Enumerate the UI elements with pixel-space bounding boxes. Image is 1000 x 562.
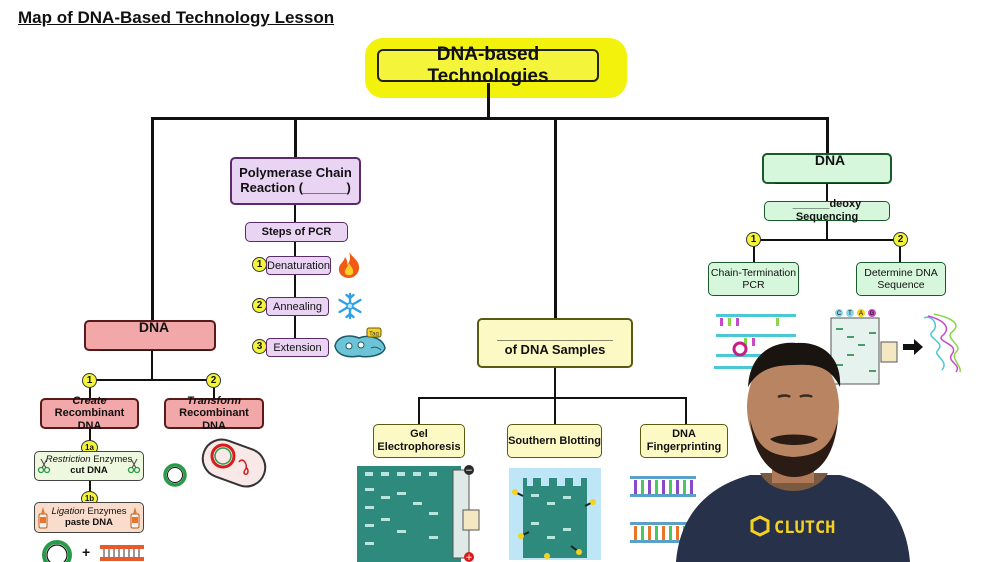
bacterium-icon [201, 438, 267, 488]
pcr-steps-connector [294, 242, 296, 339]
lane-letter-g: G [870, 311, 875, 317]
fire-icon [338, 252, 360, 278]
samples-split-line [418, 397, 686, 399]
plasmid-icon [42, 540, 72, 562]
gel-label-line1: Gel [410, 428, 428, 441]
ligation-enzymes-node: Ligation Enzymes paste DNA [34, 502, 144, 533]
lane-letter-c: C [837, 311, 842, 317]
cloning-right-leg [213, 379, 215, 399]
lesson-title: Map of DNA-Based Technology Lesson [18, 8, 335, 27]
pcr-step-extension: Extension [266, 338, 329, 357]
restriction-enzymes-label: Restriction Enzymes [45, 454, 133, 466]
pcr-node: Polymerase Chain Reaction (______) [230, 157, 361, 205]
snowflake-icon [338, 292, 362, 320]
southern-blot-illustration [509, 468, 601, 560]
pcr-connector [294, 205, 296, 223]
dna-samples-blank: ________________ [497, 327, 613, 343]
sequencing-gel-illustration: C T A G [830, 309, 898, 385]
pcr-title-line2: Reaction (______) [240, 180, 351, 195]
scissors-icon [127, 458, 141, 474]
glue-bottle-icon [130, 507, 140, 529]
cloning-left-leg [89, 379, 91, 399]
plasmid-icon [163, 463, 187, 487]
dna-cloning-stem [151, 117, 154, 321]
scissors-icon [37, 458, 51, 474]
paste-dna-label: paste DNA [64, 516, 114, 528]
plus-sign: + [82, 544, 91, 560]
chain-termination-illustration [714, 314, 796, 369]
taq-label: Taq [369, 332, 379, 338]
cut-dna-label: cut DNA [70, 465, 108, 476]
root-node: DNA-based Technologies [377, 44, 599, 87]
fingerprinting-label-line2: Fingerprinting [646, 441, 722, 453]
dideoxy-split-line [753, 239, 901, 241]
main-horizontal-line [151, 117, 829, 120]
chain-termination-node: Chain-Termination PCR [708, 262, 799, 296]
presenter-video: CLUTCH [676, 342, 910, 562]
transform-recombinant-label: Recombinant DNA [179, 407, 249, 432]
dna-fingerprinting-node: DNA Fingerprinting [640, 424, 728, 458]
chain-termination-label-line2: PCR [742, 279, 765, 291]
southern-blotting-node: Southern Blotting [507, 424, 602, 458]
transform-label: Transform [186, 394, 242, 407]
samples-stem-down [554, 368, 556, 398]
pcr-step-3-number: 3 [252, 339, 267, 354]
dideoxy-right-leg [899, 239, 901, 263]
samples-mid-leg [554, 397, 556, 425]
chain-termination-label-line1: Chain-Termination [710, 266, 797, 279]
dna-samples-node: ________________ of DNA Samples [477, 318, 633, 368]
restriction-enzymes-node: Restriction Enzymes cut DNA [34, 451, 144, 481]
samples-right-leg [685, 397, 687, 425]
cloning-split-line [89, 379, 214, 381]
taq-polymerase-icon: Taq [334, 327, 386, 358]
transform-number: 2 [206, 373, 221, 388]
pcr-step-denaturation: Denaturation [266, 256, 331, 275]
create-number: 1 [82, 373, 97, 388]
lane-letter-t: T [848, 311, 852, 317]
dna-fragment-icon [100, 545, 144, 561]
pcr-stem [294, 117, 297, 157]
determine-sequence-label-line2: Sequence [877, 279, 925, 291]
sequencing-connector [826, 184, 828, 201]
determine-sequence-label-line1: Determine DNA [864, 266, 938, 279]
create-recombinant-label: Recombinant DNA [54, 407, 125, 432]
gel-minus-label: − [465, 466, 473, 476]
samples-left-leg [418, 397, 420, 425]
gel-label-line2: Electrophoresis [377, 441, 461, 453]
pcr-steps-label: Steps of PCR [245, 222, 348, 242]
cloning-stem-down [151, 351, 153, 380]
determine-sequence-number: 2 [893, 232, 908, 247]
sequencing-stem [826, 117, 829, 154]
dideoxy-sequencing-node: ______deoxy Sequencing [764, 198, 890, 223]
chromatogram-icon [923, 313, 961, 373]
shirt-logo-text: CLUTCH [774, 518, 835, 538]
create-recombinant-node: Create Recombinant DNA [40, 394, 139, 432]
dna-samples-label: of DNA Samples [504, 342, 606, 357]
determine-sequence-node: Determine DNA Sequence [856, 262, 946, 296]
root-stem [487, 83, 490, 118]
fingerprinting-label-line1: DNA [672, 428, 696, 441]
dideoxy-left-leg [753, 239, 755, 263]
gel-plus-label: + [465, 553, 473, 562]
pcr-title-line1: Polymerase Chain [239, 165, 352, 181]
dna-cloning-node: DNA ______________ [84, 319, 216, 352]
pcr-step-1-number: 1 [252, 257, 267, 272]
create-label: Create [72, 394, 107, 407]
glue-bottle-icon [38, 507, 48, 529]
transform-recombinant-node: Transform Recombinant DNA [164, 394, 264, 432]
pcr-step-annealing: Annealing [266, 297, 329, 316]
arrow-right-icon [903, 339, 923, 355]
dna-sequencing-node: DNA ______________ [762, 152, 892, 185]
samples-stem [554, 117, 557, 319]
gel-illustration: − + [357, 465, 480, 562]
chain-termination-number: 1 [746, 232, 761, 247]
gel-electrophoresis-node: Gel Electrophoresis [373, 424, 465, 458]
dideoxy-stem [826, 221, 828, 240]
pcr-step-2-number: 2 [252, 298, 267, 313]
lane-letter-a: A [859, 311, 863, 317]
ligation-enzymes-label: Ligation Enzymes [51, 505, 127, 517]
